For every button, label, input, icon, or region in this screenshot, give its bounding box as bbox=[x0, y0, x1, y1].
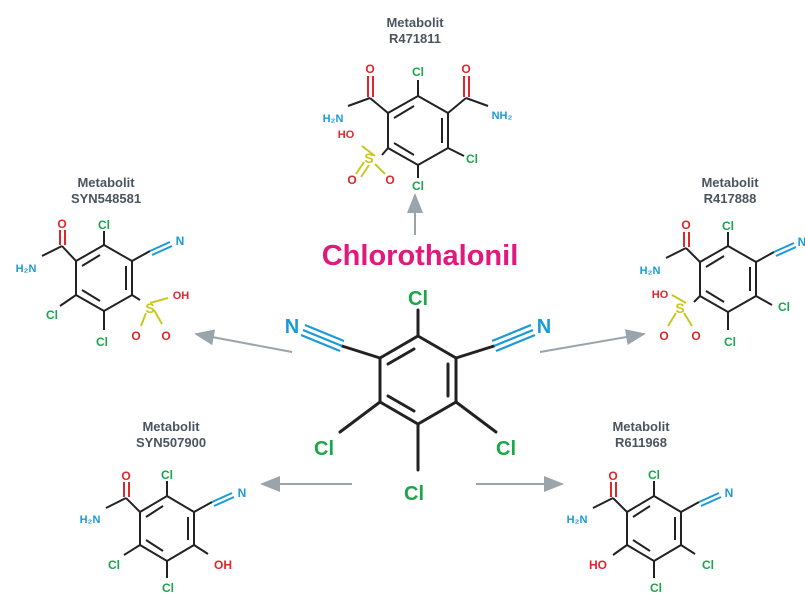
metabolite-label-line1: Metabolit bbox=[386, 15, 444, 30]
arrow-to-right-upper bbox=[539, 329, 646, 353]
atom-label-cl1: Cl bbox=[98, 218, 110, 232]
atom-label-cl2: Cl bbox=[778, 300, 790, 314]
metabolite-right-upper-structure: O Cl N H₂N HO S O O Cl Cl bbox=[640, 218, 805, 349]
atom-label-so1: O bbox=[131, 329, 140, 343]
atom-label-cl1: Cl bbox=[722, 219, 734, 233]
atom-label-cl2: Cl bbox=[702, 558, 714, 572]
arrow-to-left-upper bbox=[194, 329, 293, 353]
parent-cl-left: Cl bbox=[314, 438, 334, 460]
metabolite-label-line1: Metabolit bbox=[142, 419, 200, 434]
atom-label-cl2: Cl bbox=[108, 558, 120, 572]
atom-label-nh2b: NH₂ bbox=[492, 110, 513, 122]
atom-label-n: N bbox=[725, 486, 734, 500]
atom-label-cl1: Cl bbox=[412, 65, 424, 79]
atom-label-cl3: Cl bbox=[162, 581, 174, 594]
metabolite-label-id: R611968 bbox=[614, 435, 668, 450]
atom-label-cl3: Cl bbox=[96, 335, 108, 349]
atom-label-oh: OH bbox=[173, 290, 190, 302]
atom-label-nh2: H₂N bbox=[80, 514, 101, 526]
metabolite-label-right-upper: Metabolit R417888 bbox=[670, 175, 790, 207]
atom-label-so2: O bbox=[385, 173, 394, 187]
metabolite-label-id: R417888 bbox=[703, 191, 757, 206]
atom-label-so1: O bbox=[659, 329, 668, 343]
atom-label-cl1: Cl bbox=[161, 468, 173, 482]
atom-label-cl2: Cl bbox=[466, 152, 478, 166]
metabolite-label-top: Metabolit R471811 bbox=[355, 15, 475, 47]
atom-label-oh: OH bbox=[214, 558, 232, 572]
metabolite-left-lower-structure: O Cl N H₂N Cl OH Cl bbox=[80, 468, 247, 595]
atom-label-o1: O bbox=[57, 217, 66, 231]
atom-label-so1: O bbox=[347, 173, 356, 187]
atom-label-cl1: Cl bbox=[648, 468, 660, 482]
metabolite-label-left-upper: Metabolit SYN548581 bbox=[46, 175, 166, 207]
atom-label-cl2: Cl bbox=[46, 308, 58, 322]
atom-label-s: S bbox=[364, 150, 373, 166]
atom-label-nh2: H₂N bbox=[16, 263, 37, 275]
parent-cl-bottom: Cl bbox=[404, 483, 424, 505]
diagram-title: Chlorothalonil bbox=[321, 240, 519, 272]
atom-label-s: S bbox=[145, 300, 154, 316]
atom-label-oh: HO bbox=[652, 289, 669, 301]
metabolite-label-line1: Metabolit bbox=[612, 419, 670, 434]
atom-label-o1: O bbox=[365, 62, 374, 76]
atom-label-s: S bbox=[675, 300, 684, 316]
parent-cl-right: Cl bbox=[496, 438, 516, 460]
atom-label-nh2: H₂N bbox=[567, 514, 588, 526]
metabolite-label-line1: Metabolit bbox=[77, 175, 135, 190]
metabolite-label-id: SYN548581 bbox=[70, 191, 142, 206]
atom-label-so2: O bbox=[691, 329, 700, 343]
atom-label-o1: O bbox=[121, 469, 130, 483]
atom-label-nh2: H₂N bbox=[640, 265, 661, 277]
metabolite-label-id: SYN507900 bbox=[135, 435, 207, 450]
parent-n-left: N bbox=[285, 316, 299, 338]
metabolite-top-structure: O O Cl H₂N NH₂ HO S O O Cl Cl bbox=[323, 62, 513, 193]
atom-label-o2: O bbox=[461, 62, 470, 76]
atom-label-oh: HO bbox=[338, 129, 355, 141]
parent-molecule: Cl Cl Cl Cl N N bbox=[285, 288, 551, 505]
atom-label-cl3: Cl bbox=[650, 581, 662, 594]
atom-label-nh2a: H₂N bbox=[323, 113, 344, 125]
metabolite-label-right-lower: Metabolit R611968 bbox=[581, 419, 701, 451]
parent-n-right: N bbox=[537, 316, 551, 338]
atom-label-oh: HO bbox=[589, 558, 607, 572]
metabolite-label-left-lower: Metabolit SYN507900 bbox=[111, 419, 231, 451]
atom-label-n: N bbox=[238, 486, 247, 500]
atom-label-n: N bbox=[798, 235, 805, 249]
metabolite-label-line1: Metabolit bbox=[701, 175, 759, 190]
atom-label-n: N bbox=[176, 234, 185, 248]
atom-label-so2: O bbox=[161, 329, 170, 343]
metabolite-left-upper-structure: O Cl N H₂N S OH O O Cl Cl bbox=[16, 217, 190, 349]
parent-cl-top: Cl bbox=[408, 288, 428, 310]
atom-label-o1: O bbox=[608, 469, 617, 483]
metabolite-label-id: R471811 bbox=[388, 31, 442, 46]
atom-label-o1: O bbox=[681, 218, 690, 232]
metabolite-right-lower-structure: O Cl N H₂N HO Cl Cl bbox=[567, 468, 734, 595]
atom-label-cl3: Cl bbox=[412, 179, 424, 193]
atom-label-cl3: Cl bbox=[724, 335, 736, 349]
